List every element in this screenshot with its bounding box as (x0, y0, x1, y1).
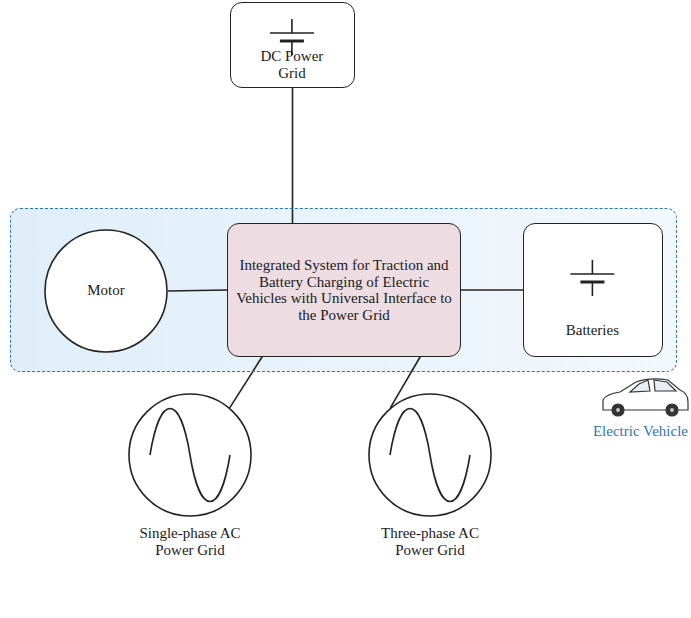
battery-symbol (524, 224, 664, 358)
box-label: DC Power Grid (252, 48, 332, 81)
vehicle-region: Electric VehicleMotorIntegrated System f… (10, 208, 677, 372)
source-label: Single-phase AC Power Grid (125, 525, 255, 558)
ac-source-symbol (368, 393, 492, 517)
connector-line (292, 88, 294, 223)
connector-line (461, 289, 523, 291)
component-box: Integrated System for Traction and Batte… (227, 223, 461, 357)
region-fill (10, 208, 677, 372)
box-label: Batteries (532, 322, 652, 339)
ac-source: Single-phase AC Power Grid (110, 393, 270, 563)
ac-source: Three-phase AC Power Grid (350, 393, 510, 563)
component-box: Batteries (523, 223, 663, 357)
component-box: DC Power Grid (230, 2, 355, 88)
ac-source-symbol (128, 393, 252, 517)
region-label: Electric Vehicle (593, 423, 688, 440)
car-icon (603, 379, 688, 416)
circle-label: Motor (44, 282, 168, 299)
source-label: Three-phase AC Power Grid (365, 525, 495, 558)
connector-line (230, 355, 264, 408)
box-label: Integrated System for Traction and Batte… (235, 257, 453, 323)
motor-circle: Motor (44, 229, 168, 353)
connector-line (168, 290, 227, 291)
